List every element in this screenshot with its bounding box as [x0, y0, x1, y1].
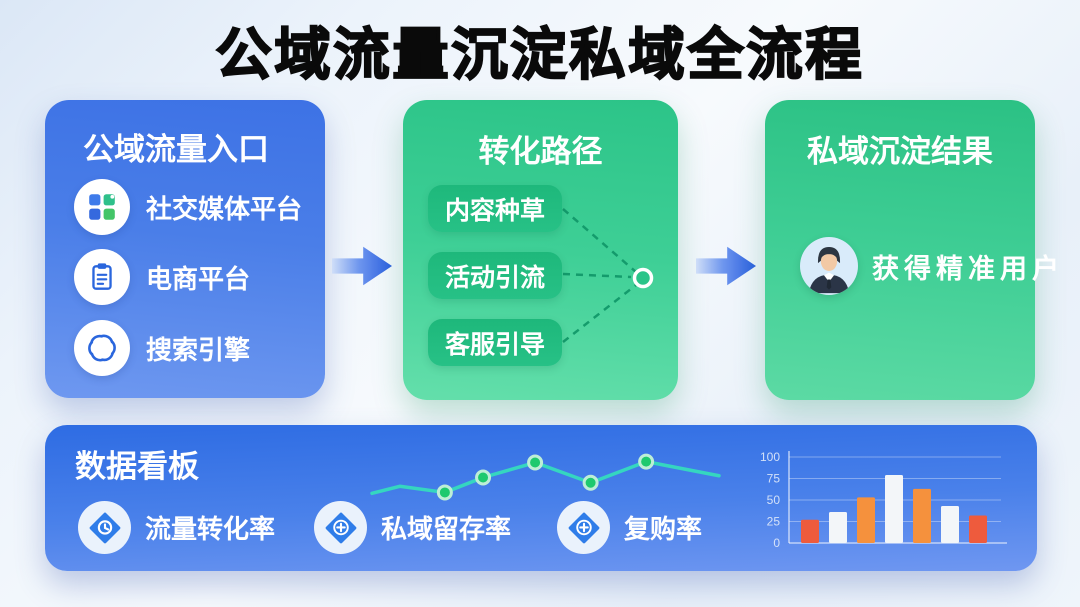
user-avatar	[800, 237, 858, 295]
flow-arrow-right-icon	[696, 246, 756, 286]
svg-text:75: 75	[767, 472, 781, 486]
retention-rate-icon	[314, 501, 367, 554]
entry-card: 公域流量入口 社交媒体平台 电商平台	[45, 100, 325, 398]
entry-item-ecommerce: 电商平台	[74, 249, 250, 305]
trend-line-chart	[370, 453, 721, 501]
repurchase-rate-icon	[557, 501, 610, 554]
path-step-service: 客服引导	[428, 319, 562, 366]
entry-item-social: 社交媒体平台	[74, 179, 302, 235]
svg-text:50: 50	[767, 493, 781, 507]
path-card-title: 转化路径	[478, 134, 603, 169]
metric-retention-rate: 私域留存率	[314, 501, 511, 554]
conversion-rate-icon	[78, 501, 131, 554]
result-card: 私域沉淀结果 获得精准用户	[765, 100, 1059, 400]
clipboard-icon	[74, 249, 130, 305]
metric-label: 流量转化率	[145, 514, 276, 544]
flow-arrow-right-icon	[332, 246, 392, 286]
page-title: 公域流量沉淀私域全流程	[215, 22, 865, 87]
path-step-content: 内容种草	[428, 185, 562, 232]
converge-dashed-lines	[562, 208, 654, 343]
data-dashboard-panel: 数据看板 流量转化率 私域留存率	[45, 425, 1037, 571]
entry-item-label: 电商平台	[146, 263, 251, 294]
metric-conversion-rate: 流量转化率	[78, 501, 275, 554]
dashboard-title: 数据看板	[75, 449, 199, 484]
dashboard-bar-chart: 0 25 50 75 100	[760, 450, 1007, 550]
entry-item-search: 搜索引擎	[74, 320, 250, 376]
converge-node	[632, 267, 654, 289]
path-step-campaign: 活动引流	[428, 252, 562, 299]
metric-repurchase-rate: 复购率	[557, 501, 702, 554]
entry-item-label: 社交媒体平台	[146, 193, 303, 224]
result-label: 获得精准用户	[872, 253, 1064, 284]
result-card-title: 私域沉淀结果	[807, 134, 993, 169]
result-item: 获得精准用户	[800, 237, 1064, 295]
entry-item-label: 搜索引擎	[146, 334, 251, 365]
search-knot-icon	[74, 320, 130, 376]
entry-card-title: 公域流量入口	[83, 132, 269, 167]
metric-label: 复购率	[624, 514, 703, 544]
metric-label: 私域留存率	[381, 514, 512, 544]
app-grid-icon	[74, 179, 130, 235]
path-card: 转化路径 内容种草 活动引流 客服引导	[403, 100, 678, 400]
svg-text:0: 0	[773, 536, 780, 550]
svg-text:100: 100	[760, 450, 780, 464]
svg-text:25: 25	[767, 515, 781, 529]
